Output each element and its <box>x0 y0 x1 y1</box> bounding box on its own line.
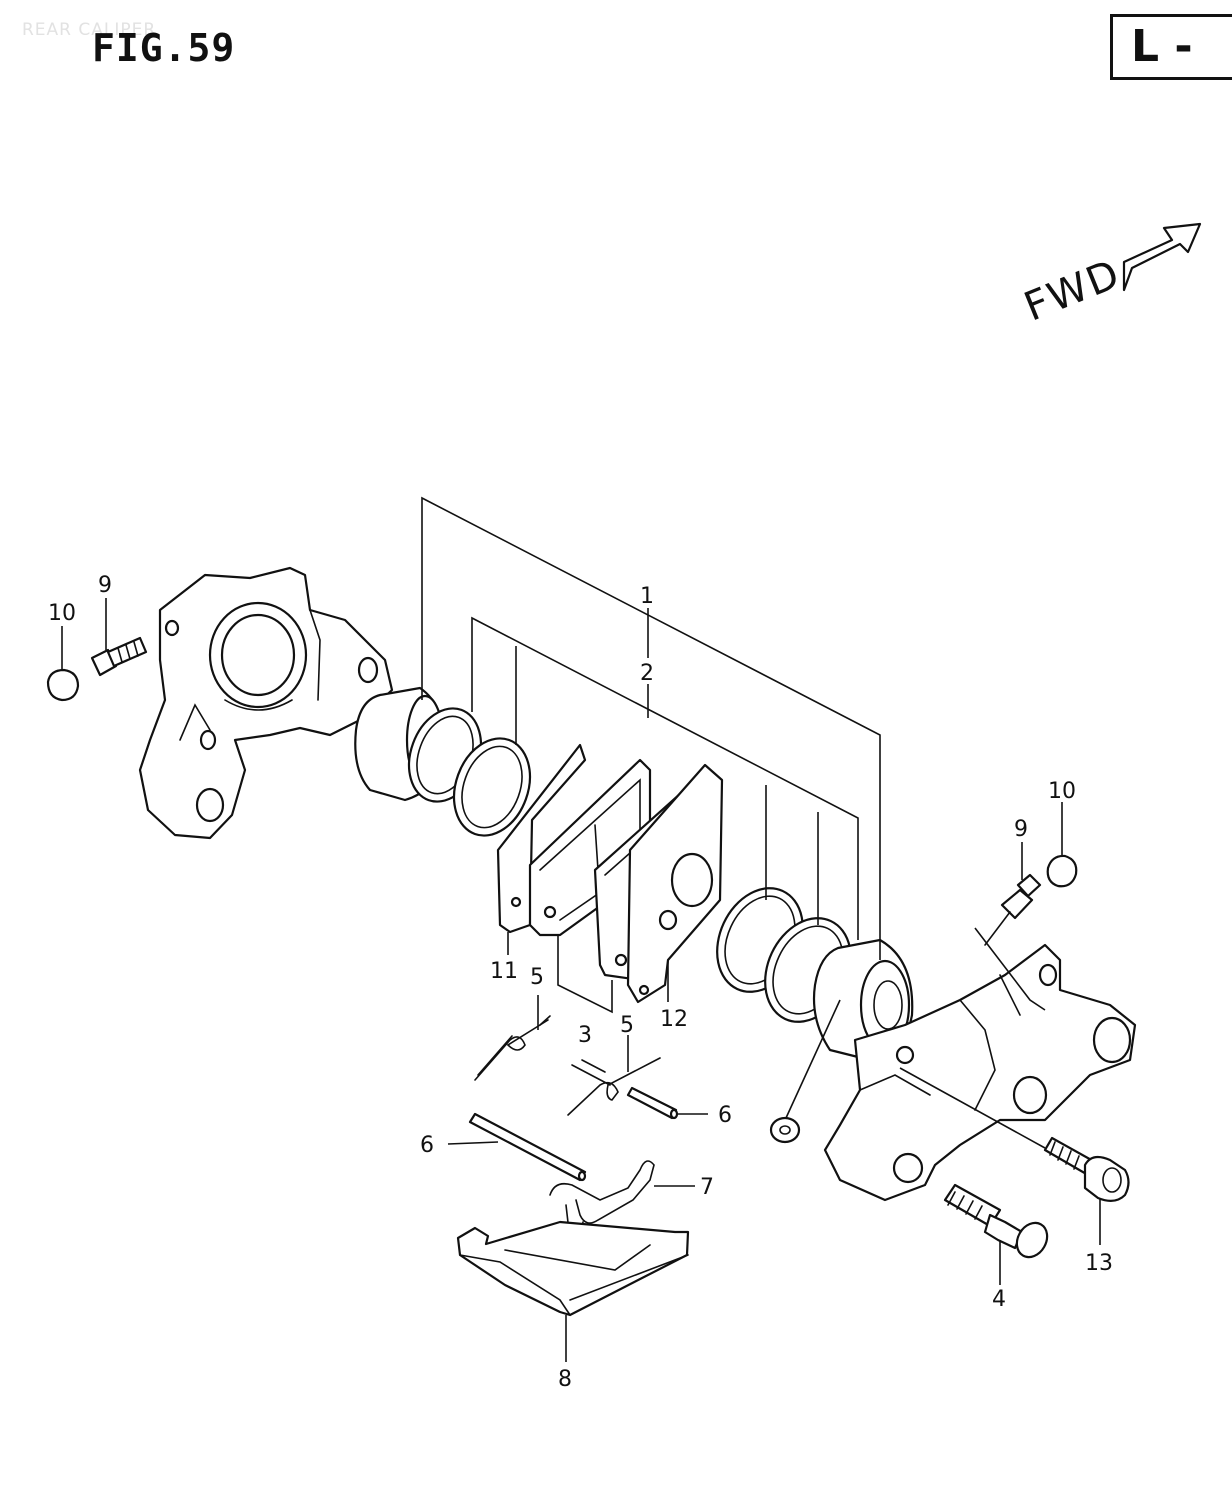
callout-1: 1 <box>640 584 654 609</box>
callout-10-left: 10 <box>48 601 76 626</box>
callout-6-right: 6 <box>718 1103 732 1128</box>
pad-spring-center <box>567 1057 661 1116</box>
leader-lines <box>61 496 1101 1362</box>
callout-12: 12 <box>660 1007 688 1032</box>
callout-7: 7 <box>700 1175 714 1200</box>
callout-11: 11 <box>490 959 518 984</box>
pad-shim-12 <box>626 763 724 1004</box>
right-caliper-housing <box>823 943 1137 1202</box>
pad-cover-8 <box>456 1220 690 1317</box>
bleeder-screw-left <box>90 636 148 677</box>
left-caliper-housing <box>138 566 394 840</box>
callout-4: 4 <box>992 1287 1006 1312</box>
callout-8: 8 <box>558 1367 572 1392</box>
watermark-text: REAR CALIPER <box>22 20 157 40</box>
variant-label: L - <box>1110 14 1232 80</box>
bolt-13 <box>1043 1136 1130 1202</box>
pad-spring-left <box>474 1019 549 1081</box>
bleeder-cap-right <box>1046 854 1078 888</box>
pin-bolt-4 <box>943 1183 1049 1259</box>
callout-9-right: 9 <box>1014 817 1028 842</box>
callout-10-right: 10 <box>1048 779 1076 804</box>
callout-6-left: 6 <box>420 1133 434 1158</box>
callout-5-left: 5 <box>530 965 544 990</box>
callout-9-left: 9 <box>98 573 112 598</box>
figure-title: FIG.59 <box>92 26 236 70</box>
callout-2: 2 <box>640 661 654 686</box>
pad-pin-center <box>626 1086 679 1120</box>
pin-clip-7 <box>549 1160 655 1224</box>
bleeder-screw-right <box>984 873 1042 946</box>
callout-13: 13 <box>1085 1251 1113 1276</box>
callout-5-center: 5 <box>620 1013 634 1038</box>
washer <box>769 1116 801 1144</box>
callout-3: 3 <box>578 1023 592 1048</box>
fwd-arrow-icon <box>1122 222 1202 292</box>
pad-pin-lower <box>468 1112 587 1182</box>
bleeder-cap-left <box>46 668 80 702</box>
